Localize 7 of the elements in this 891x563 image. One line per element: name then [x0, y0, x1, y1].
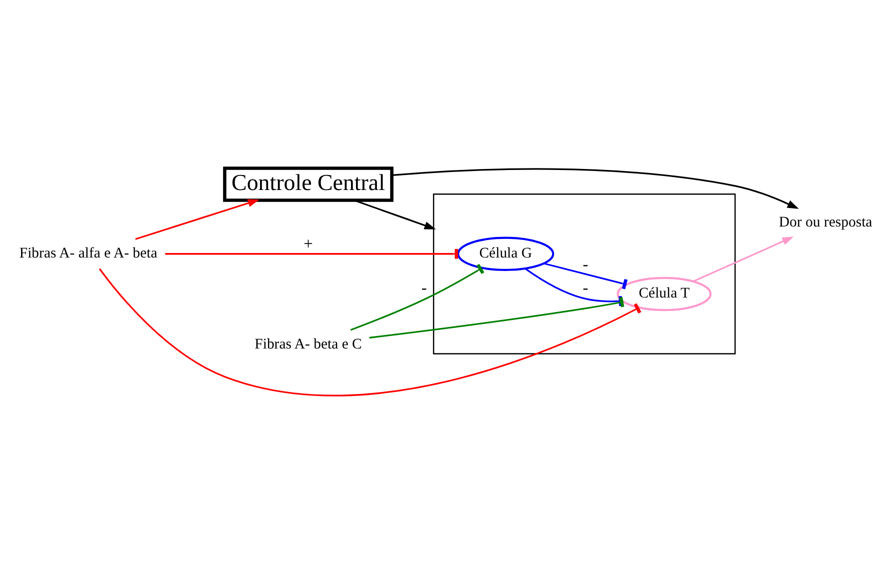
edge-label: + [304, 233, 313, 252]
edge-label: - [582, 254, 588, 273]
node-text: Dor ou resposta [778, 214, 872, 230]
edge-label: - [582, 278, 588, 297]
node-text: Fibras A- alfa e A- beta [19, 244, 158, 261]
edge-label: - [421, 278, 427, 297]
node-text: Fibras A- beta e C [254, 336, 362, 352]
